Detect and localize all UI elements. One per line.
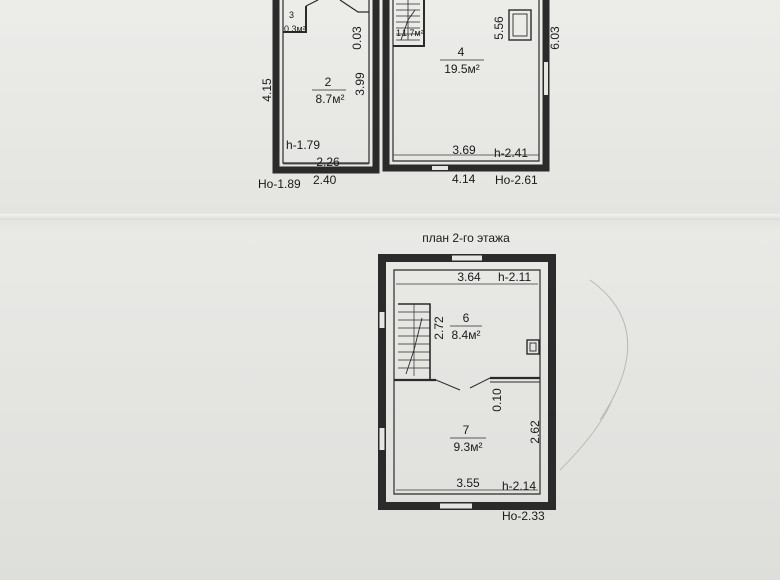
dim-room6-h: h-2.11: [498, 270, 531, 284]
dim-room2-width: 2.26: [316, 155, 340, 169]
dim-outer-width-left: 2.40: [313, 173, 337, 187]
room-6-number: 6: [463, 311, 470, 325]
pencil-marks: [559, 279, 629, 471]
room-7-number: 7: [463, 423, 470, 437]
room-4-area: 19.5м²: [444, 62, 480, 76]
room-3-area: 0.3м²: [284, 24, 306, 34]
room-4-number: 4: [458, 45, 465, 59]
right-block-walls: [382, 0, 550, 172]
paper-fold: [0, 214, 780, 220]
second-floor-dimension-lines: [396, 283, 538, 491]
second-floor-title: план 2-го этажа: [422, 231, 510, 245]
dim-room7-width: 3.55: [456, 476, 480, 490]
dim-room7-height: 2.62: [528, 420, 542, 444]
room-2-number: 2: [325, 75, 332, 89]
second-floor-plan: план 2-го этажа: [378, 231, 556, 523]
dim-room7-h: h-2.14: [502, 479, 536, 493]
second-floor-walls: [378, 254, 556, 510]
ho-left: Ho-1.89: [258, 177, 301, 191]
left-block-walls: [272, 0, 380, 174]
dim-room2-height: 3.99: [353, 72, 367, 96]
first-floor-dimension-lines: [283, 154, 539, 165]
ho-second-floor: Ho-2.33: [502, 509, 545, 523]
dim-room4-h: h-2.41: [494, 146, 528, 160]
dim-room2-h: h-1.79: [286, 138, 320, 152]
room-1-area: 1.7м²: [402, 28, 424, 38]
dim-partition-thickness: 0.10: [490, 388, 504, 412]
room-3-number: 3: [289, 10, 294, 20]
room-1-number: 1: [396, 28, 401, 38]
dim-room4-width: 3.69: [452, 143, 476, 157]
dim-room6-width: 3.64: [457, 270, 481, 284]
ho-right: Ho-2.61: [495, 173, 538, 187]
dim-wall-left: 4.15: [260, 78, 274, 102]
dim-room2-top-offset: 0.03: [350, 26, 364, 50]
dim-room4-outer-height: 6.03: [548, 26, 562, 50]
dim-room4-height: 5.56: [492, 16, 506, 40]
room-7-area: 9.3м²: [454, 440, 483, 454]
room-2-area: 8.7м²: [316, 92, 345, 106]
dim-outer-width-right: 4.14: [452, 172, 476, 186]
first-floor-plan: 3 0.3м² 2 8.7м² 0.03 4.15 3.99 h-1.79 2.…: [258, 0, 562, 191]
dim-room6-height: 2.72: [432, 316, 446, 340]
room-6-area: 8.4м²: [452, 328, 481, 342]
